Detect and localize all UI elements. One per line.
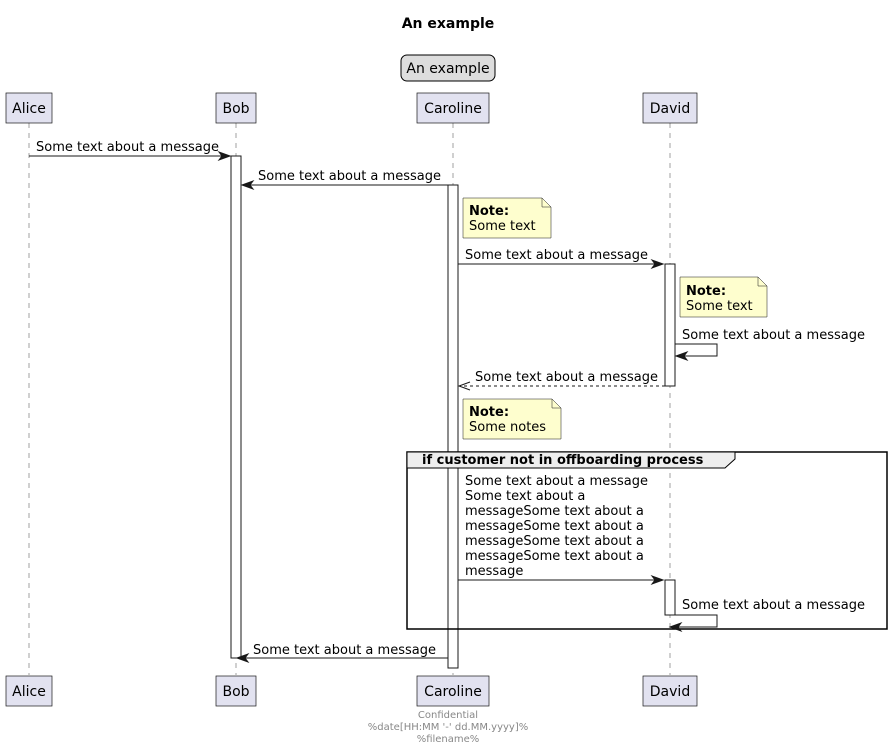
footer-line-2: %date[HH:MM '-' dd.MM.yyyy]%: [368, 722, 528, 733]
participant-caroline-top: [416, 92, 490, 124]
note-3: [462, 398, 562, 440]
participant-caroline-bottom: [416, 675, 490, 707]
message-5-label: Some text about a message: [475, 370, 658, 385]
activation-bob: [230, 155, 242, 659]
footer-line-3: %filename%: [417, 734, 480, 745]
message-8-arrowhead: [235, 652, 250, 664]
participant-alice-top: [5, 92, 53, 124]
message-6-label-line-2: Some text about a: [465, 489, 585, 504]
note-3-label: Note:: [469, 405, 509, 420]
legend-text: An example: [406, 61, 489, 77]
note-3-fold: [551, 399, 561, 409]
note-2-label: Note:: [686, 284, 726, 299]
note-1-fold: [541, 198, 551, 208]
participant-caroline-bottom-label: Caroline: [424, 684, 482, 700]
participant-david-top-label: David: [650, 101, 690, 117]
group-label: if customer not in offboarding process: [422, 453, 704, 468]
message-6-label-line-5: messageSome text about a: [465, 534, 644, 549]
message-7-line: [672, 614, 718, 628]
note-2: [679, 276, 768, 318]
note-1-text: Some text: [469, 219, 536, 234]
message-5-arrowhead: [457, 381, 471, 391]
message-2-arrowhead: [240, 179, 255, 191]
participant-david-bottom: [642, 675, 698, 707]
diagram-title: An example: [402, 16, 495, 32]
message-2-label: Some text about a message: [258, 169, 441, 184]
activation-caroline: [447, 184, 459, 669]
activation-david-2: [664, 579, 676, 616]
participant-alice-top-label: Alice: [12, 101, 46, 117]
message-3-arrowhead: [650, 258, 665, 270]
participant-caroline-top-label: Caroline: [424, 101, 482, 117]
message-6-label-line-6: messageSome text about a: [465, 549, 644, 564]
message-8-label: Some text about a message: [253, 643, 436, 658]
participant-bob-top: [215, 92, 257, 124]
participant-david-top: [642, 92, 698, 124]
legend-box: [400, 54, 496, 82]
participant-bob-bottom-label: Bob: [222, 684, 249, 700]
message-4-line: [675, 343, 718, 357]
note-2-fold: [757, 277, 767, 287]
activation-david-1: [664, 263, 676, 387]
note-3-text: Some notes: [469, 420, 546, 435]
message-6-label-line-4: messageSome text about a: [465, 519, 644, 534]
message-6-arrowhead: [650, 574, 665, 586]
group-header: [406, 451, 736, 469]
footer-line-1: Confidential: [418, 710, 478, 721]
participant-bob-bottom: [215, 675, 257, 707]
message-1-label: Some text about a message: [36, 140, 219, 155]
participant-alice-bottom: [5, 675, 53, 707]
participant-david-bottom-label: David: [650, 684, 690, 700]
message-7-label: Some text about a message: [682, 598, 865, 613]
note-1-label: Note:: [469, 204, 509, 219]
message-6-label-line-1: Some text about a message: [465, 474, 648, 489]
message-4-label: Some text about a message: [682, 328, 865, 343]
message-1-arrowhead: [217, 150, 232, 162]
message-7-arrowhead: [668, 621, 683, 633]
note-2-text: Some text: [686, 299, 753, 314]
participant-bob-top-label: Bob: [222, 101, 249, 117]
message-6-label-line-7: message: [465, 564, 523, 579]
note-1: [462, 197, 552, 239]
message-4-arrowhead: [674, 350, 689, 362]
message-3-label: Some text about a message: [465, 248, 648, 263]
message-6-label-line-3: messageSome text about a: [465, 504, 644, 519]
participant-alice-bottom-label: Alice: [12, 684, 46, 700]
